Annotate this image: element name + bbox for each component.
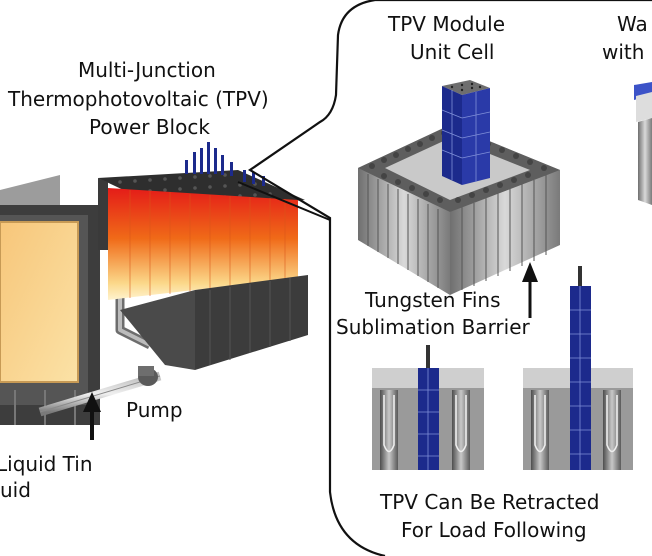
power-block-label-line2: Thermophotovoltaic (TPV) (8, 87, 269, 111)
module-label-line2: Unit Cell (410, 40, 495, 64)
tpv-unit-cell (358, 80, 560, 295)
fins-label-line2: Sublimation Barrier (336, 315, 530, 339)
partial-label-line1: Wa (617, 12, 648, 36)
pump (138, 366, 158, 386)
pump-label: Pump (126, 398, 183, 422)
partial-label-line2: with (602, 40, 645, 64)
partial-module (634, 82, 652, 205)
retract-label-line2: For Load Following (401, 518, 587, 542)
module-label-line1: TPV Module (388, 12, 506, 36)
tpv-can-retracted (372, 345, 484, 470)
up-arrow-fins (522, 262, 538, 318)
storage-tank (0, 175, 100, 425)
power-block-label-line1: Multi-Junction (78, 58, 216, 82)
up-arrow-tin (83, 392, 101, 440)
callout-bubble (237, 0, 652, 556)
liquid-tin-label-line2: uid (0, 478, 31, 502)
liquid-tin-label-line1: Liquid Tin (0, 452, 93, 476)
fins-label-line1: Tungsten Fins (365, 288, 501, 312)
tpv-can-extended (523, 266, 633, 470)
power-block (98, 142, 308, 370)
retract-label-line1: TPV Can Be Retracted (380, 490, 600, 514)
power-block-label-line3: Power Block (89, 115, 210, 139)
